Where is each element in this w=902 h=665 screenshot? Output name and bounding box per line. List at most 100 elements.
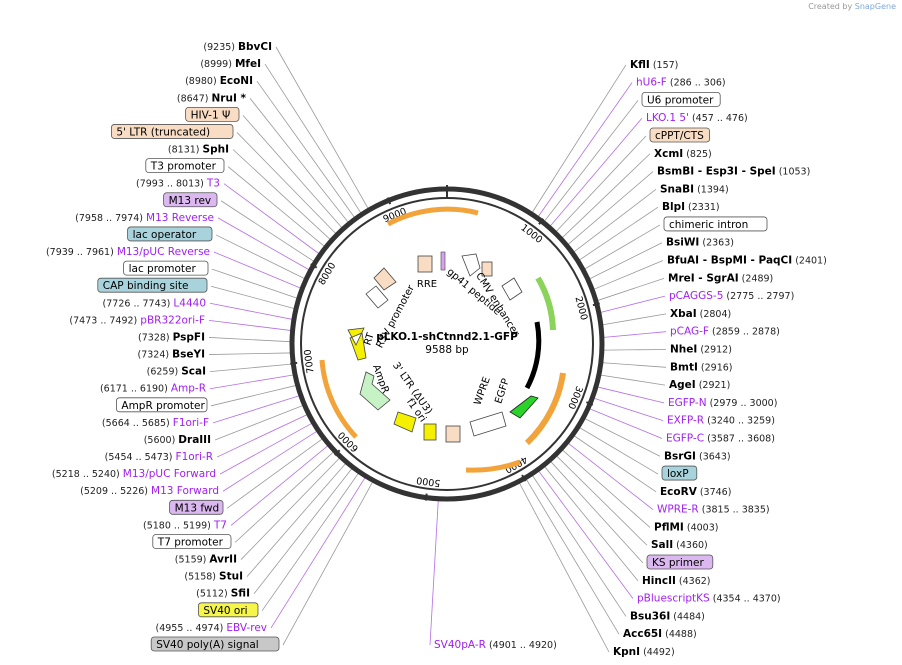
leader-line [603,349,667,351]
ring-tick [521,474,527,482]
primer-label: pCAG-F (2859 .. 2878) [670,326,780,338]
site-label: BlpI (2331) [662,201,720,213]
leader-line [602,313,667,326]
map-label-t7-promoter: T7 promoter [152,534,232,549]
primer-label: EGFP-C (3587 .. 3608) [666,432,775,444]
primer-label: (5454 .. 5473) F1ori-R [105,451,213,463]
map-label-egfp-n: EGFP-N (2979 .. 3000) [668,397,777,409]
ring-tick-label: 5000 [416,474,441,488]
map-label-agei: AgeI (2921) [669,379,730,391]
map-label-t3: (7993 .. 8013) T3 [136,178,220,190]
site-label: (6259) ScaI [147,366,206,378]
site-label: XbaI (2804) [670,308,731,320]
site-label: HincII (4362) [642,575,711,587]
leader-line [593,260,664,290]
map-label-bsrgi: BsrGI (3643) [664,450,731,462]
leader-line [573,189,657,253]
map-label-snabi: SnaBI (1394) [660,183,729,195]
map-label-bsiwi: BsiWI (2363) [666,237,734,249]
primer-label: pBluescriptKS (4354 .. 4370) [637,593,781,605]
feature-box [150,636,280,652]
site-label: (7324) BseYI [138,349,206,361]
feature-arc-top [386,206,479,227]
lac-promoter-arrow [365,285,389,309]
feature-box [116,397,208,413]
map-label-m13-puc-forward: (5218 .. 5240) M13/pUC Forward [52,468,216,480]
map-label-pbr322ori-f: (7473 .. 7492) pBR322ori-F [69,314,205,326]
map-label-blpi: BlpI (2331) [662,201,720,213]
leader-line [597,386,665,404]
site-label: (8999) MfeI [200,58,261,70]
map-label-bfuai-bspmi-paqci: BfuAI - BspMI - PaqCI (2401) [667,255,827,267]
feature-box [152,534,232,549]
feature-box [97,277,208,293]
leader-line [562,449,651,528]
f1-ori-arrow [393,411,417,433]
map-label-m13-rev: M13 rev [163,192,218,208]
leader-line [230,445,328,526]
map-label-avrii: (5159) AvrII [175,554,237,566]
ring-tick [290,361,298,365]
cmv-enhancer-arrow [461,253,481,277]
leader-line [246,463,346,577]
map-label-u6-promoter: U6 promoter [641,91,721,107]
feature-box [641,91,721,107]
feature-label: loxP [667,468,689,480]
leader-line [240,457,340,560]
site-label: (5159) AvrII [175,554,237,566]
map-label-stui: (5158) StuI [184,571,243,583]
feature-label: chimeric intron [669,219,748,231]
map-label-m13-forward: (5209 .. 5226) M13 Forward [80,485,219,497]
map-label-econi: (8980) EcoNI [185,75,253,87]
leader-line [211,268,297,299]
feature-label: M13 rev [169,195,212,207]
feature-box [111,124,234,139]
primer-label: (6171 .. 6190) Amp-R [100,383,206,395]
primer-label: EGFP-N (2979 .. 3000) [668,397,777,409]
ring-tick-label: 3000 [565,384,584,411]
feature-label: lac operator [133,229,197,241]
site-label: EcoRV (3746) [660,486,731,498]
map-label-5-ltr-truncated: 5' LTR (truncated) [111,124,234,139]
leader-line [526,479,620,635]
plasmid-size: 9588 bp [425,344,469,356]
site-label: (5600) DraIII [144,434,211,446]
cppt-box [481,261,493,277]
label-leader-lines [208,46,667,653]
map-label-sv40-ori: SV40 ori [197,602,259,618]
ring-tick-label: 7000 [303,349,317,374]
inner-label-rre: RRE [417,279,437,290]
snapgene-logo: SnapGene [854,2,896,11]
leader-line [589,408,663,439]
leader-line [579,427,659,475]
leader-line [209,374,294,390]
egfp-arrow [509,395,539,419]
leader-line [584,418,661,457]
leader-line [556,455,648,546]
site-label: SnaBI (1394) [660,183,729,195]
map-label-pflmi: PflMI (4003) [654,521,718,533]
ring-tick-label: 6000 [336,429,361,454]
leader-line [232,149,331,240]
map-label-l4440: (7726 .. 7743) L4440 [103,297,206,309]
rsv-promoter-arrow [347,327,367,361]
map-label-sali: SalI (4360) [651,539,708,551]
map-label-egfp-c: EGFP-C (3587 .. 3608) [666,432,775,444]
site-label: BmtI (2916) [670,361,732,373]
site-label: BfuAI - BspMI - PaqCI (2401) [667,255,827,267]
feature-arc-orange1 [524,372,566,446]
inner-label-egfp: EGFP [493,377,511,405]
primer-label: (7726 .. 7743) L4440 [103,297,206,309]
site-label: (9235) BbvCI [203,41,272,53]
site-label: PflMI (4003) [654,521,718,533]
feature-label: M13 fwd [175,502,220,514]
primer-label: WPRE-R (3815 .. 3835) [657,504,770,516]
map-label-pbluescriptks: pBluescriptKS (4354 .. 4370) [637,593,781,605]
gp41-box [440,251,446,271]
site-label: Bsu36I (4484) [630,610,705,622]
primer-label: hU6-F (286 .. 306) [636,77,726,89]
primer-label: (7939 .. 7961) M13/pUC Reverse [46,246,210,258]
map-label-cppt-cts: cPPT/CTS [649,127,710,143]
leader-line [550,117,643,227]
feature-box [197,602,259,618]
